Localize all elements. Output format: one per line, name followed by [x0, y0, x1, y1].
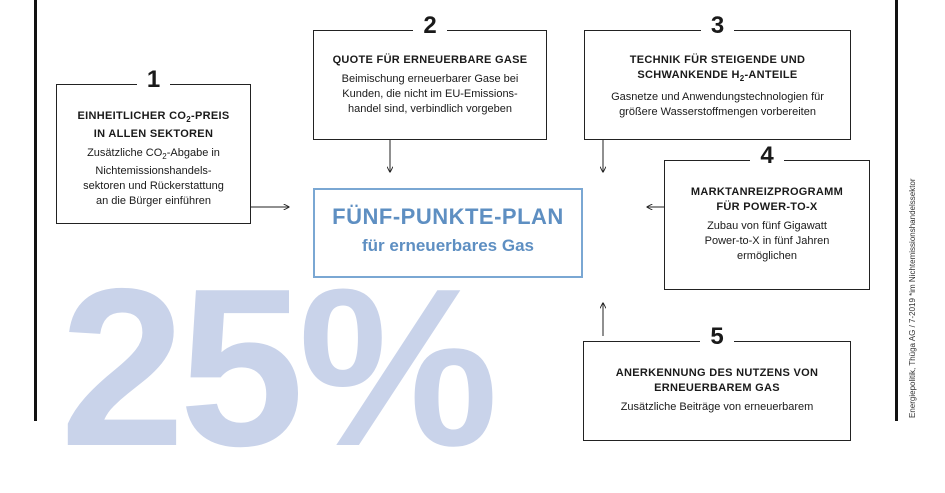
point-title-3: TECHNIK FÜR STEIGENDE UND SCHWANKENDE H2…: [629, 54, 806, 84]
point-title-4: MARKTANREIZPROGRAMM FÜR POWER-TO-X: [690, 186, 844, 213]
point-box-1: 1 EINHEITLICHER CO2-PREIS IN ALLEN SEKTO…: [56, 66, 251, 224]
right-frame-line: [895, 0, 898, 421]
point-desc-3: Gasnetze und Anwendungstechnologien für …: [611, 91, 824, 119]
point-box-3: 3 TECHNIK FÜR STEIGENDE UND SCHWANKENDE …: [584, 12, 851, 140]
point-desc-5: Zusätzliche Beiträge von erneuerbarem: [620, 401, 814, 413]
point-title-1: EINHEITLICHER CO2-PREIS IN ALLEN SEKTORE…: [77, 110, 230, 141]
point-number-4: 4: [750, 142, 784, 169]
point-desc-4: Zubau von fünf Gigawatt Power-to-X in fü…: [704, 220, 830, 262]
point-number-1: 1: [136, 66, 171, 93]
point-title-5: ANERKENNUNG DES NUTZENS VON ERNEUERBAREM…: [615, 367, 819, 394]
point-title-2: QUOTE FÜR ERNEUERBARE GASE: [332, 54, 528, 66]
point-number-3: 3: [700, 12, 735, 39]
five-point-plan-title-box: FÜNF-PUNKTE-PLAN für erneuerbares Gas: [313, 188, 583, 278]
plan-title: FÜNF-PUNKTE-PLAN: [332, 204, 564, 229]
point-desc-2: Beimischung erneuerbarer Gase bei Kunden…: [341, 73, 519, 115]
point-box-5: 5 ANERKENNUNG DES NUTZENS VON ERNEUERBAR…: [583, 323, 851, 441]
source-note: Energiepolitik, Thüga AG / 7-2019 *im Ni…: [908, 178, 917, 418]
point-number-5: 5: [700, 323, 734, 350]
point-box-2: 2 QUOTE FÜR ERNEUERBARE GASE Beimischung…: [313, 12, 547, 140]
left-frame-line: [34, 0, 37, 421]
point-box-4: 4 MARKTANREIZPROGRAMM FÜR POWER-TO-X Zub…: [664, 142, 870, 290]
point-desc-1: Zusätzliche CO2-Abgabe in Nichtemissions…: [83, 147, 224, 208]
point-number-2: 2: [413, 12, 447, 39]
connector-arrows: [250, 140, 664, 336]
plan-subtitle: für erneuerbares Gas: [362, 236, 534, 255]
